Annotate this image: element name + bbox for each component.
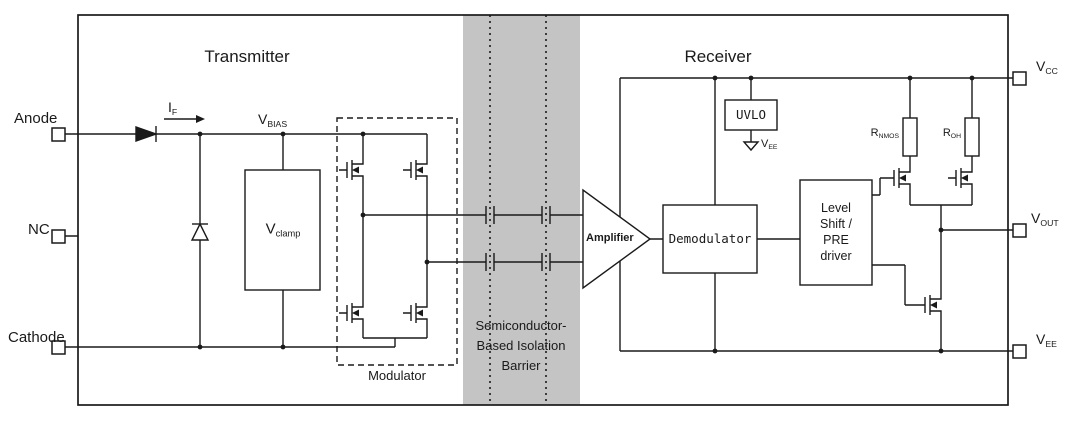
- forward-current-main: I: [168, 99, 172, 115]
- uvlo-box: [724, 99, 778, 131]
- vclamp-main: V: [265, 220, 276, 238]
- input-diode: [135, 126, 159, 142]
- pin-label-vout-sub: OUT: [1040, 217, 1059, 228]
- levelshift-line3: PRE: [823, 233, 849, 247]
- isolation-barrier-line2: Based Isolation: [476, 338, 566, 353]
- forward-current-sub: F: [171, 106, 178, 117]
- pin-label-vout: VOUT: [1031, 210, 1059, 228]
- transmitter-title: Transmitter: [204, 47, 290, 66]
- receiver-title: Receiver: [684, 47, 752, 66]
- rnmos-main: R: [870, 127, 879, 139]
- pin-vcc: [1012, 71, 1027, 86]
- levelshift-box: [799, 179, 873, 286]
- pin-label-vee-main: V: [1036, 331, 1046, 347]
- pin-cathode: [51, 340, 66, 355]
- pin-label-vee-sub: EE: [1045, 338, 1057, 349]
- levelshift-line2: Shift /: [820, 217, 852, 231]
- chip-boundary: [77, 14, 1009, 406]
- levelshift-label: Level Shift / PRE driver: [820, 200, 852, 264]
- modulator-fet-bottom-left: [338, 297, 364, 329]
- uvlo-ground-symbol: [742, 141, 760, 152]
- junction-dots: [197, 75, 975, 354]
- roh-label: ROH: [943, 127, 961, 141]
- pin-label-anode: Anode: [14, 110, 58, 127]
- levelshift-line1: Level: [821, 201, 851, 215]
- uvlo-ground-label: VEE: [761, 138, 777, 152]
- modulator-label: Modulator: [368, 368, 426, 383]
- vbias-sub: BIAS: [267, 118, 288, 129]
- pin-label-vee: VEE: [1036, 331, 1057, 349]
- modulator-fet-top-left: [338, 154, 364, 186]
- roh-sub: OH: [950, 133, 961, 141]
- roh-resistor: [964, 117, 980, 157]
- rnmos-resistor: [902, 117, 918, 157]
- package-pins: [51, 71, 1027, 359]
- output-fet-oh: [947, 162, 973, 194]
- uvlo-ground-main: V: [761, 138, 769, 150]
- vclamp-sub: clamp: [275, 228, 301, 239]
- modulator-fet-top-right: [402, 154, 428, 186]
- isolation-barrier-label: Semiconductor- Based Isolation Barrier: [475, 316, 566, 376]
- vbias-label: VBIAS: [258, 111, 287, 129]
- modulator-fet-bottom-right: [402, 297, 428, 329]
- demodulator-box: [662, 204, 758, 274]
- pin-label-nc: NC: [28, 221, 50, 238]
- pin-nc: [51, 229, 66, 244]
- roh-main: R: [942, 127, 951, 139]
- vclamp-label: Vclamp: [266, 221, 301, 240]
- levelshift-line4: driver: [820, 249, 852, 263]
- forward-current-arrow: [164, 115, 205, 123]
- demodulator-label: Demodulator: [668, 230, 752, 246]
- uvlo-label: UVLO: [735, 106, 767, 122]
- uvlo-ground-sub: EE: [768, 144, 778, 152]
- vclamp-box: [244, 169, 321, 291]
- isolation-dotted-lines: [489, 15, 547, 405]
- modulator-box: [336, 117, 458, 366]
- isolation-barrier-line3: Barrier: [501, 358, 541, 373]
- pin-label-cathode: Cathode: [8, 329, 65, 346]
- rnmos-label: RNMOS: [871, 127, 899, 141]
- output-fet-pulldown: [916, 289, 942, 321]
- output-fet-nmos-pullup: [885, 162, 911, 194]
- pin-vout: [1012, 223, 1027, 238]
- amplifier-label: Amplifier: [586, 232, 634, 244]
- mosfets: [338, 154, 973, 329]
- pin-label-vcc-sub: CC: [1045, 65, 1058, 76]
- pin-anode: [51, 127, 66, 142]
- pin-vee: [1012, 344, 1027, 359]
- isolation-band: [463, 15, 580, 405]
- clamp-diode: [190, 222, 210, 241]
- rnmos-sub: NMOS: [878, 133, 899, 141]
- receiver-wires: [619, 77, 1013, 352]
- isolation-barrier-line1: Semiconductor-: [475, 318, 567, 333]
- pin-label-vcc: VCC: [1036, 58, 1058, 76]
- amplifier-triangle: [582, 188, 652, 290]
- pin-label-vout-main: V: [1031, 210, 1041, 226]
- vbias-main: V: [258, 111, 268, 127]
- forward-current-label: IF: [168, 99, 177, 117]
- pin-label-vcc-main: V: [1036, 58, 1046, 74]
